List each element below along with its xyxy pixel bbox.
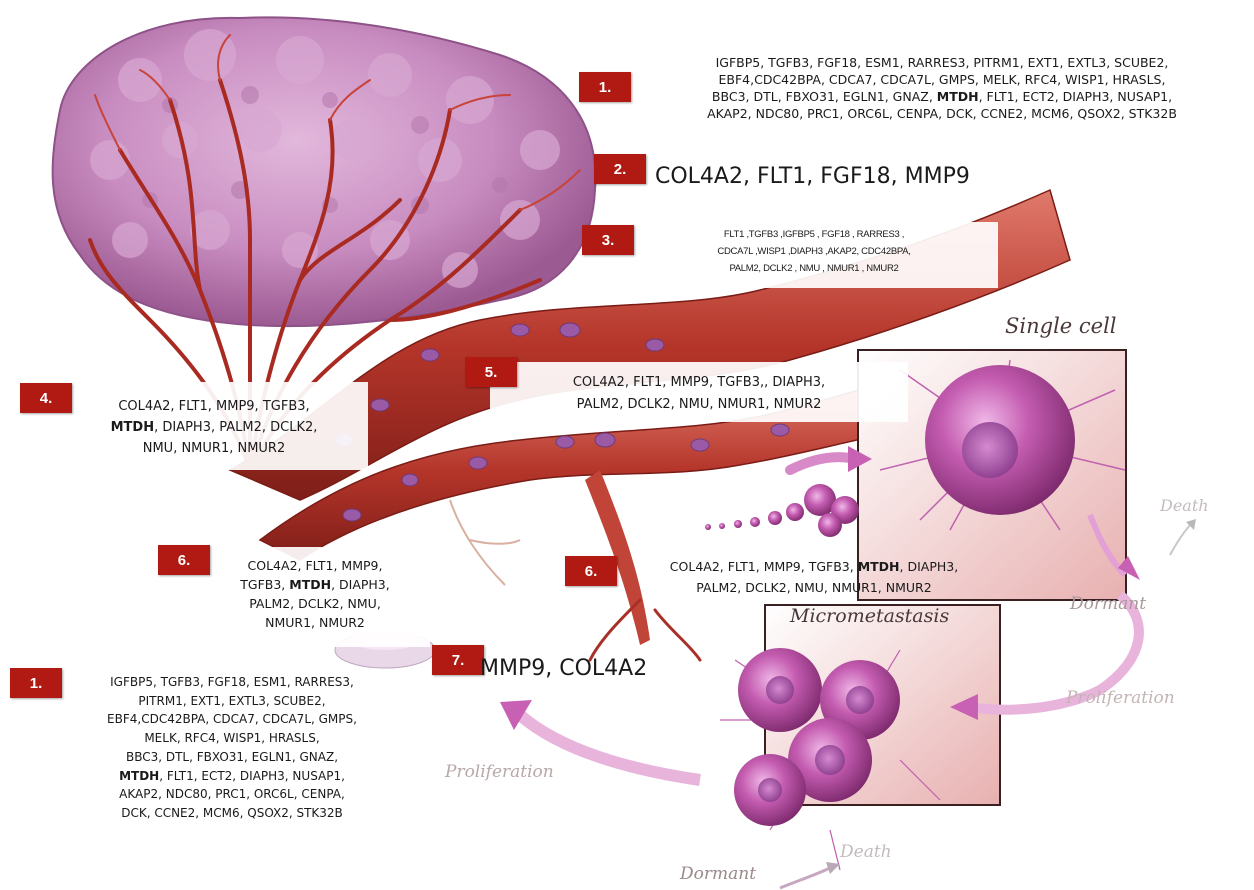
- gene-list-6-left-line-2a: TGFB3,: [240, 577, 289, 592]
- gene-list-6-right: COL4A2, FLT1, MMP9, TGFB3, MTDH, DIAPH3,…: [612, 556, 1016, 598]
- gene-list-4-line-1: COL4A2, FLT1, MMP9, TGFB3,: [64, 396, 364, 417]
- gene-list-6-right-line-1c: , DIAPH3,: [900, 559, 959, 574]
- gene-list-6-right-line-2: PALM2, DCLK2, NMU, NMUR1, NMUR2: [612, 577, 1016, 598]
- gene-list-1-bottom: IGFBP5, TGFB3, FGF18, ESM1, RARRES3, PIT…: [62, 673, 402, 823]
- gene-list-5: COL4A2, FLT1, MMP9, TGFB3,, DIAPH3, PALM…: [494, 372, 904, 416]
- badge-7: 7.: [432, 645, 484, 675]
- mtdh-gene: MTDH: [111, 420, 154, 435]
- gene-list-3-line-3: PALM2, DCLK2 , NMU , NMUR1 , NMUR2: [638, 260, 990, 277]
- gene-list-5-line-1: COL4A2, FLT1, MMP9, TGFB3,, DIAPH3,: [494, 372, 904, 394]
- label-dormant-right: Dormant: [1070, 594, 1146, 614]
- gene-list-1-bottom-line-3: EBF4,CDC42BPA, CDCA7, CDCA7L, GMPS,: [62, 710, 402, 729]
- gene-list-4-line-2b: , DIAPH3, PALM2, DCLK2,: [154, 420, 317, 435]
- badge-1-top: 1.: [579, 72, 631, 102]
- gene-list-1-top-line-3: BBC3, DTL, FBXO31, EGLN1, GNAZ, MTDH, FL…: [636, 88, 1248, 105]
- gene-list-6-left-line-1: COL4A2, FLT1, MMP9,: [200, 556, 430, 575]
- gene-list-3-line-1: FLT1 ,TGFB3 ,IGFBP5 , FGF18 , RARRES3 ,: [638, 226, 990, 243]
- label-proliferation-right: Proliferation: [1066, 688, 1175, 708]
- gene-list-6-left-line-3: PALM2, DCLK2, NMU,: [200, 594, 430, 613]
- gene-list-1-bottom-line-6b: , FLT1, ECT2, DIAPH3, NUSAP1,: [159, 769, 345, 783]
- mtdh-gene: MTDH: [119, 769, 159, 783]
- label-micrometastasis: Micrometastasis: [790, 605, 949, 627]
- gene-list-6-left-line-2c: , DIAPH3,: [331, 577, 390, 592]
- mtdh-gene: MTDH: [858, 559, 900, 574]
- gene-list-1-bottom-line-2: PITRM1, EXT1, EXTL3, SCUBE2,: [62, 692, 402, 711]
- micrometastasis-panel: [720, 605, 1000, 870]
- label-single-cell: Single cell: [1005, 314, 1117, 338]
- gene-list-1-top-line-3c: , FLT1, ECT2, DIAPH3, NUSAP1,: [979, 89, 1172, 104]
- gene-list-1-bottom-line-8: DCK, CCNE2, MCM6, QSOX2, STK32B: [62, 804, 402, 823]
- gene-list-1-top-line-2: EBF4,CDC42BPA, CDCA7, CDCA7L, GMPS, MELK…: [636, 71, 1248, 88]
- gene-list-5-line-2: PALM2, DCLK2, NMU, NMUR1, NMUR2: [494, 394, 904, 416]
- gene-list-3-line-2: CDCA7L ,WISP1 ,DIAPH3 ,AKAP2, CDC42BPA,: [638, 243, 990, 260]
- gene-list-3: FLT1 ,TGFB3 ,IGFBP5 , FGF18 , RARRES3 , …: [638, 226, 990, 277]
- label-dormant-bottom: Dormant: [680, 864, 756, 884]
- cell-cluster-trail: [705, 484, 859, 537]
- gene-list-2: COL4A2, FLT1, FGF18, MMP9: [655, 164, 1035, 189]
- gene-list-1-bottom-line-5: BBC3, DTL, FBXO31, EGLN1, GNAZ,: [62, 748, 402, 767]
- label-death-bottom: Death: [840, 842, 892, 862]
- gene-list-4-line-3: NMU, NMUR1, NMUR2: [64, 438, 364, 459]
- gene-list-1-top-line-3a: BBC3, DTL, FBXO31, EGLN1, GNAZ,: [712, 89, 937, 104]
- gene-list-1-top-line-4: AKAP2, NDC80, PRC1, ORC6L, CENPA, DCK, C…: [636, 105, 1248, 122]
- badge-2: 2.: [594, 154, 646, 184]
- gene-list-1-bottom-line-7: AKAP2, NDC80, PRC1, ORC6L, CENPA,: [62, 785, 402, 804]
- gene-list-1-bottom-line-1: IGFBP5, TGFB3, FGF18, ESM1, RARRES3,: [62, 673, 402, 692]
- gene-list-7: MMP9, COL4A2: [480, 656, 700, 681]
- label-death-right: Death: [1160, 496, 1209, 515]
- badge-1-bottom: 1.: [10, 668, 62, 698]
- gene-list-1-bottom-line-4: MELK, RFC4, WISP1, HRASLS,: [62, 729, 402, 748]
- gene-list-6-left-line-4: NMUR1, NMUR2: [200, 613, 430, 632]
- mtdh-gene: MTDH: [289, 577, 331, 592]
- mtdh-gene: MTDH: [937, 89, 979, 104]
- gene-list-6-right-line-1a: COL4A2, FLT1, MMP9, TGFB3,: [670, 559, 858, 574]
- gene-list-6-left: COL4A2, FLT1, MMP9, TGFB3, MTDH, DIAPH3,…: [200, 556, 430, 632]
- badge-6-right: 6.: [565, 556, 617, 586]
- gene-list-6-left-line-2: TGFB3, MTDH, DIAPH3,: [200, 575, 430, 594]
- label-proliferation-left: Proliferation: [445, 762, 554, 782]
- gene-list-1-bottom-line-6: MTDH, FLT1, ECT2, DIAPH3, NUSAP1,: [62, 767, 402, 786]
- gene-list-6-right-line-1: COL4A2, FLT1, MMP9, TGFB3, MTDH, DIAPH3,: [612, 556, 1016, 577]
- gene-list-4-line-2: MTDH, DIAPH3, PALM2, DCLK2,: [64, 417, 364, 438]
- gene-list-1-top-line-1: IGFBP5, TGFB3, FGF18, ESM1, RARRES3, PIT…: [636, 54, 1248, 71]
- badge-3: 3.: [582, 225, 634, 255]
- gene-list-1-top: IGFBP5, TGFB3, FGF18, ESM1, RARRES3, PIT…: [636, 54, 1248, 122]
- gene-list-4: COL4A2, FLT1, MMP9, TGFB3, MTDH, DIAPH3,…: [64, 396, 364, 459]
